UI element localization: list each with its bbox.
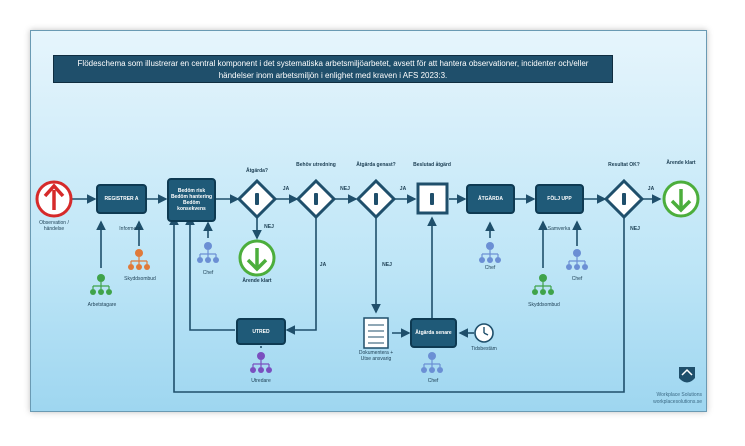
decision-label: Åtgärda genast? <box>356 162 396 168</box>
chef-icon <box>421 352 443 373</box>
chef-icon <box>479 242 501 263</box>
edge-label: NEJ <box>630 226 640 232</box>
role-label: Chef <box>427 378 439 384</box>
edge-label: JA <box>647 186 655 192</box>
chef-icon <box>197 242 219 263</box>
skyddsombud-icon <box>128 249 150 270</box>
role-label: Chef <box>202 270 214 276</box>
node-utred: UTRED <box>236 318 286 345</box>
role-label: Tidsbestäm <box>471 346 497 352</box>
role-label: Arbetstagare <box>87 302 117 308</box>
edge-d2-utred <box>285 217 317 335</box>
skyddsombud-icon <box>532 274 554 295</box>
end-down-arrow-icon <box>662 180 700 218</box>
edge-label: NEJ <box>340 186 350 192</box>
decision-label: Åtgärda? <box>246 168 268 174</box>
shield-logo-icon <box>679 367 695 383</box>
decision-beslutat-atgard <box>416 182 449 215</box>
connectors <box>72 194 662 393</box>
node-registrera: REGISTRER A <box>96 184 147 214</box>
chef-icon <box>566 249 588 270</box>
edge-label: NEJ <box>382 262 392 268</box>
edge-d5-loop <box>169 215 625 393</box>
decision-label: Resultat OK? <box>608 162 640 168</box>
end-label: Ärende klart <box>666 160 696 166</box>
role-label: Skyddsombud <box>124 276 156 282</box>
role-label: Utredare <box>251 378 271 384</box>
decision-label: Behöv utredning <box>296 162 336 168</box>
role-label: Skyddsombud <box>528 302 560 308</box>
edge-utred-bedom <box>185 215 235 331</box>
footer-line1: Workplace Solutions <box>656 392 703 398</box>
end-label: Ärende klart <box>242 278 272 284</box>
role-label: Samverka <box>547 226 571 232</box>
decision-label: Beslutad åtgärd <box>413 162 451 168</box>
role-label: Chef <box>571 276 583 282</box>
utredare-icon <box>250 352 272 373</box>
edge-label: NEJ <box>264 224 274 230</box>
role-label: Informera <box>119 226 141 232</box>
start-up-arrow-icon <box>35 180 73 218</box>
role-label: Chef <box>484 265 496 271</box>
clock-icon <box>474 323 494 343</box>
footer-line2: workplacesolutions.se <box>653 399 702 405</box>
node-folj-upp: FÖLJ UPP <box>535 184 584 214</box>
end-down-arrow-icon <box>238 239 276 277</box>
role-icons <box>90 242 588 373</box>
diagram-title: Flödeschema som illustrerar en central k… <box>53 55 613 83</box>
start-label: Observation / händelse <box>39 220 69 232</box>
edge-label: JA <box>399 186 407 192</box>
arbetstagare-icon <box>90 274 112 295</box>
decision-glyphs <box>255 193 626 205</box>
document-icon <box>363 317 389 349</box>
edge-label: JA <box>282 186 290 192</box>
role-label: Dokumentera + Utse ansvarig <box>358 350 394 362</box>
node-atgarda-senare: Åtgärda senare <box>410 318 457 348</box>
node-bedom: Bedöm risk Bedöm hantering Bedöm konsekv… <box>167 178 216 222</box>
node-atgarda: ÅTGÄRDA <box>466 184 515 214</box>
edge-label: JA <box>319 262 327 268</box>
